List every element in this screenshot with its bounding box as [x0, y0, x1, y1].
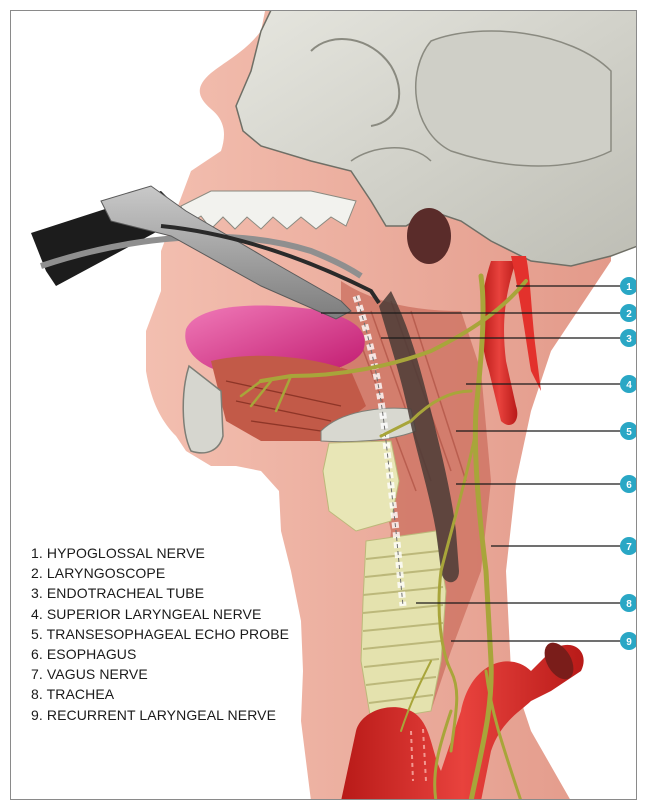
svg-text:9: 9	[626, 637, 632, 648]
callout-badge-5: 5	[620, 422, 637, 440]
legend-item: 8. TRACHEA	[31, 684, 289, 704]
legend-item: 1. HYPOGLOSSAL NERVE	[31, 543, 289, 563]
callout-badge-8: 8	[620, 594, 637, 612]
pharynx-shadow	[407, 208, 451, 264]
callout-badge-4: 4	[620, 375, 637, 393]
legend-item: 3. ENDOTRACHEAL TUBE	[31, 583, 289, 603]
callout-badge-2: 2	[620, 304, 637, 322]
trachea-rings	[361, 531, 446, 721]
callout-badge-3: 3	[620, 329, 637, 347]
legend-item: 7. VAGUS NERVE	[31, 664, 289, 684]
callout-badge-7: 7	[620, 537, 637, 555]
svg-text:5: 5	[626, 427, 632, 438]
legend-item: 5. TRANSESOPHAGEAL ECHO PROBE	[31, 624, 289, 644]
svg-text:8: 8	[626, 599, 632, 610]
callout-badge-6: 6	[620, 475, 637, 493]
callout-badge-1: 1	[620, 277, 637, 295]
svg-text:4: 4	[626, 380, 632, 391]
svg-text:7: 7	[626, 542, 632, 553]
legend-item: 6. ESOPHAGUS	[31, 644, 289, 664]
svg-text:6: 6	[626, 480, 632, 491]
callout-badge-9: 9	[620, 632, 637, 650]
svg-text:2: 2	[626, 309, 632, 320]
legend-item: 4. SUPERIOR LARYNGEAL NERVE	[31, 604, 289, 624]
svg-text:3: 3	[626, 334, 632, 345]
svg-text:1: 1	[626, 282, 632, 293]
legend-item: 9. RECURRENT LARYNGEAL NERVE	[31, 705, 289, 725]
legend-item: 2. LARYNGOSCOPE	[31, 563, 289, 583]
illustration-frame: 1 2 3 4 5 6 7 8 9 1. HYPOGLOSSAL NERVE 2…	[10, 10, 637, 800]
legend: 1. HYPOGLOSSAL NERVE 2. LARYNGOSCOPE 3. …	[31, 543, 289, 725]
